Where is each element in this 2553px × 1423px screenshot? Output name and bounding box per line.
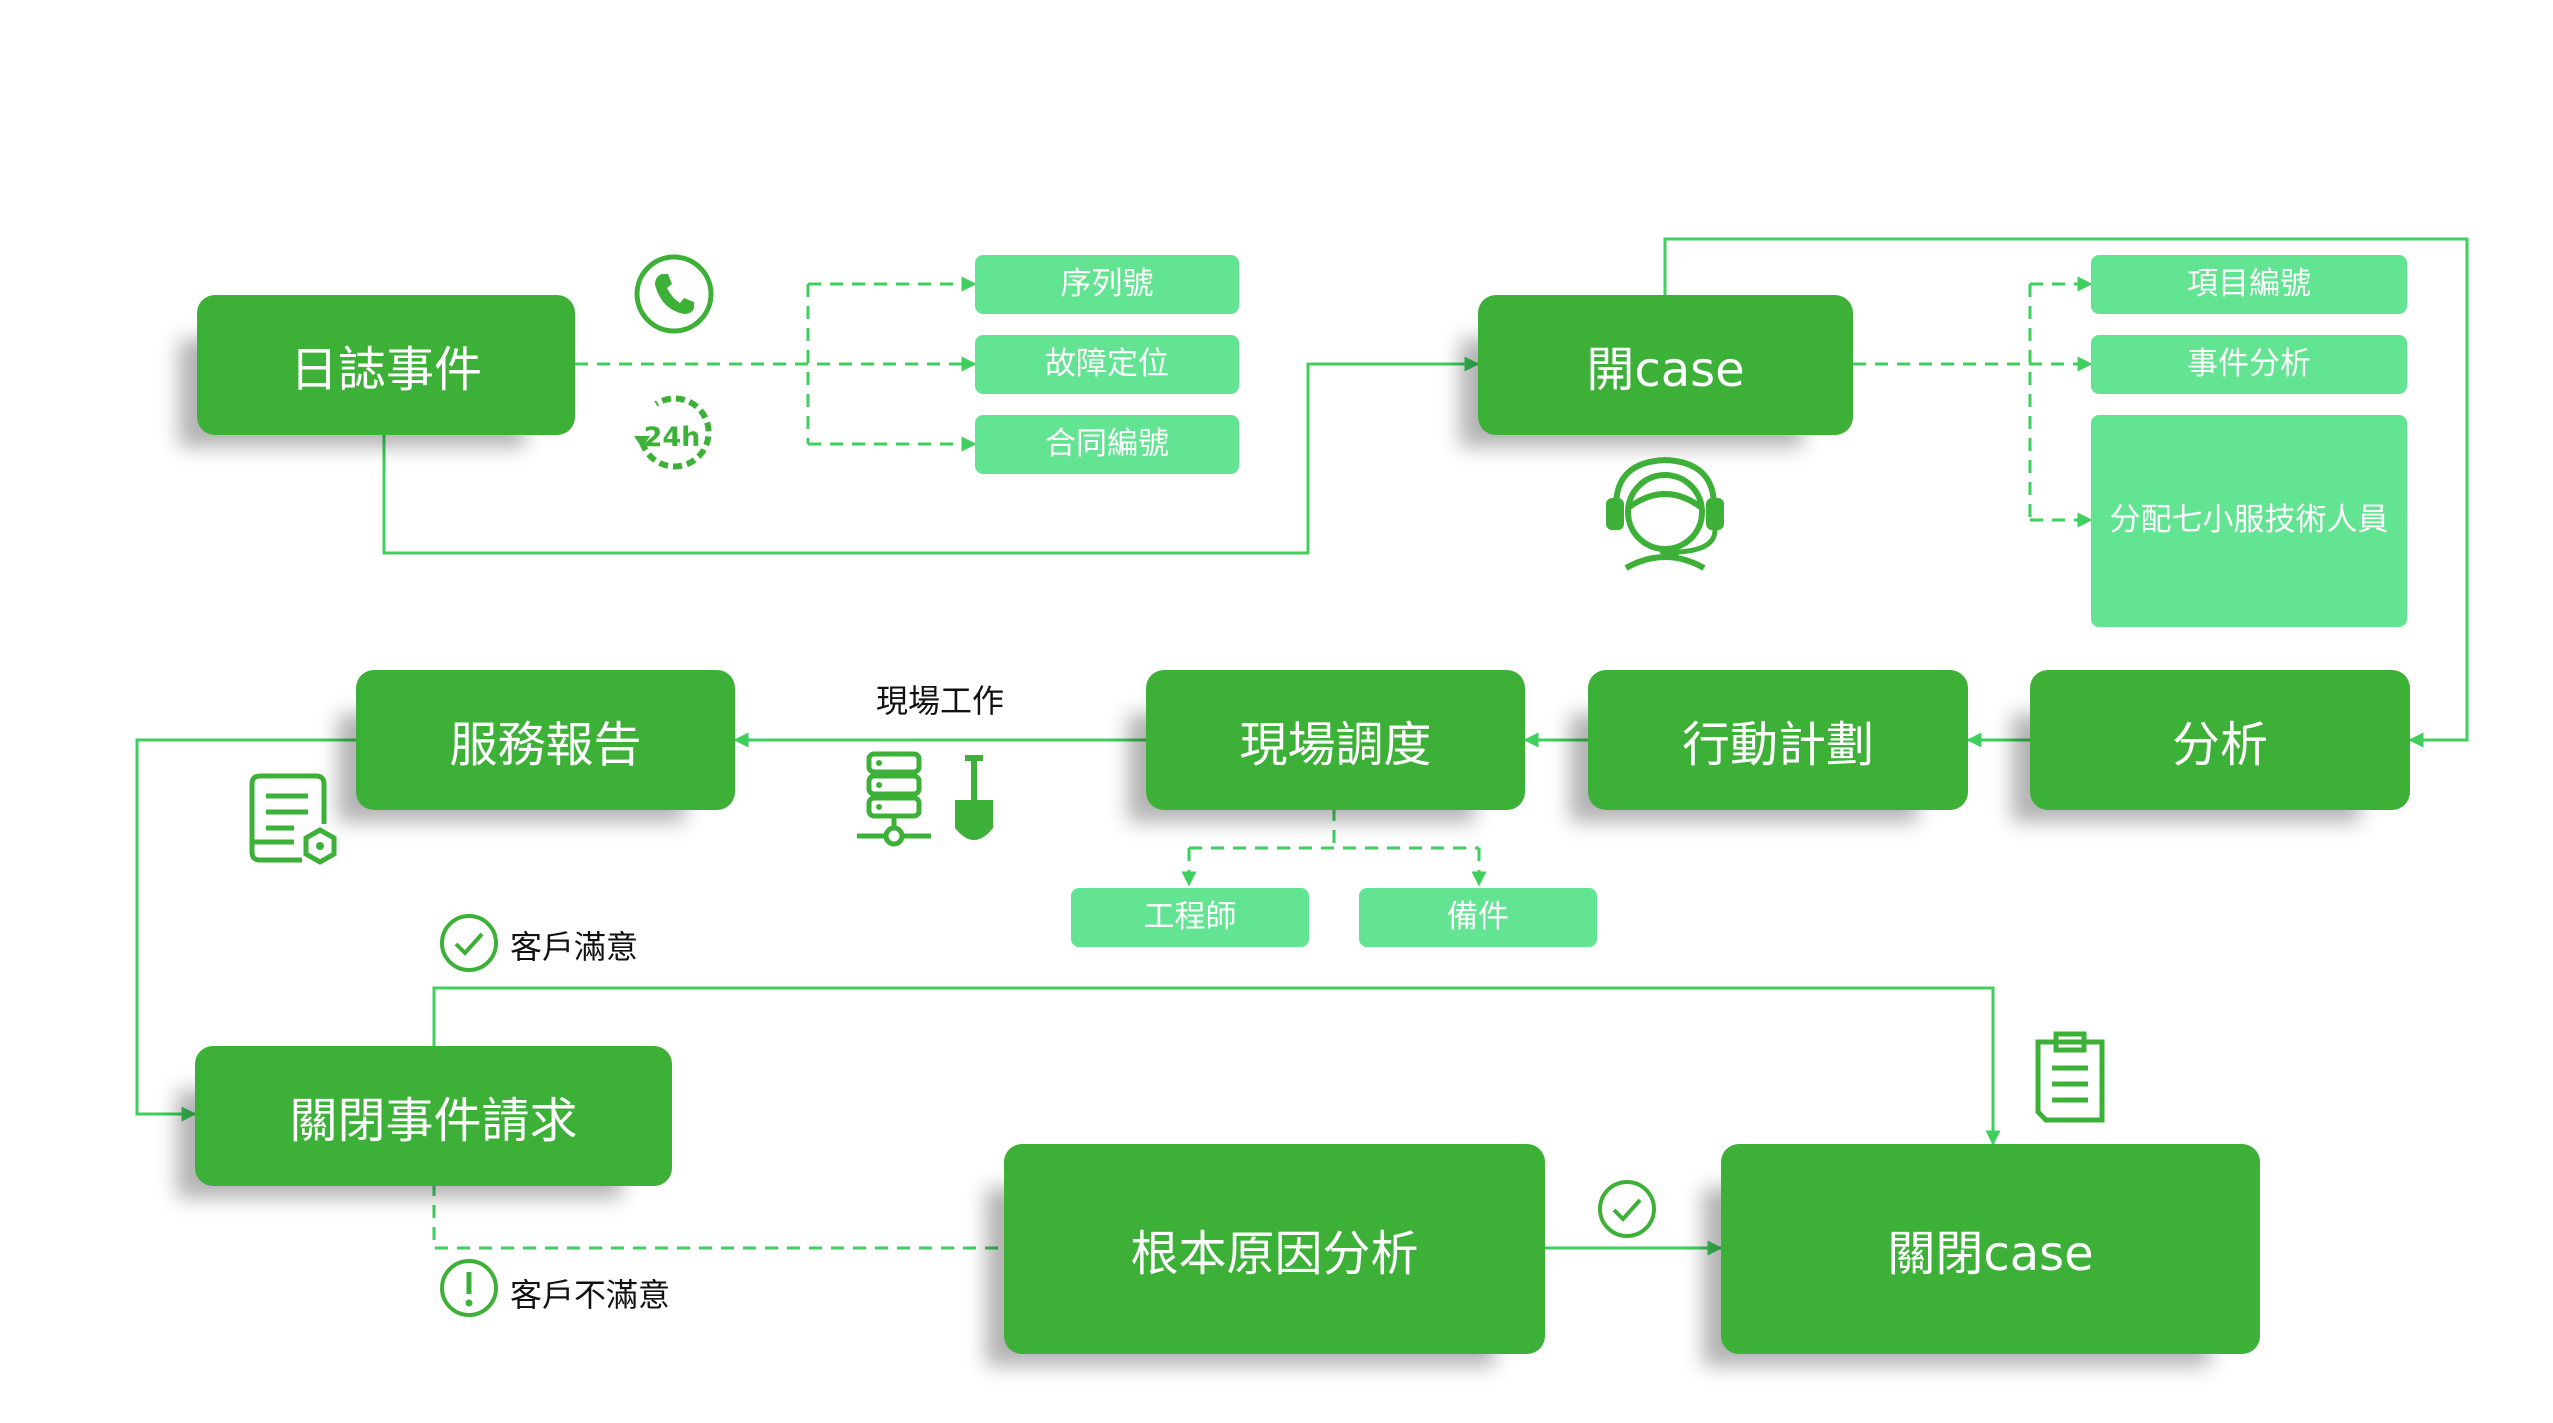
check-circle-icon — [440, 914, 498, 972]
label-field-work: 現場工作 — [876, 682, 1005, 720]
clipboard-icon — [2035, 1031, 2105, 1123]
check-circle-icon — [1598, 1180, 1656, 1238]
tag-spare-parts: 備件 — [1359, 888, 1597, 947]
headset-agent-icon — [1606, 456, 1724, 571]
tag-fault-location: 故障定位 — [975, 335, 1239, 394]
label-customer-unsatisfied: 客戶不滿意 — [510, 1276, 671, 1314]
node-action-plan[interactable]: 行動計劃 — [1588, 670, 1968, 810]
connector-log-to-open-case — [382, 356, 1480, 555]
server-shovel-icon — [857, 751, 993, 847]
node-root-cause[interactable]: 根本原因分析 — [1004, 1144, 1545, 1354]
node-field-dispatch[interactable]: 現場調度 — [1146, 670, 1525, 810]
node-log-event[interactable]: 日誌事件 — [197, 295, 575, 435]
clock-24h-icon: 24h — [634, 395, 712, 470]
node-close-request[interactable]: 關閉事件請求 — [195, 1046, 672, 1186]
report-document-icon — [249, 773, 337, 865]
connector-unsatisfied-to-root-cause — [432, 1183, 1004, 1250]
phone-icon — [634, 254, 714, 334]
tag-assign-technician: 分配七小服技術人員 — [2091, 415, 2407, 627]
node-close-case[interactable]: 關閉case — [1721, 1144, 2260, 1354]
connector-report-to-close-request — [135, 738, 356, 1122]
node-service-report[interactable]: 服務報告 — [356, 670, 735, 810]
tag-event-analysis: 事件分析 — [2091, 335, 2407, 394]
tag-item-number: 項目編號 — [2091, 255, 2407, 314]
node-analysis[interactable]: 分析 — [2030, 670, 2410, 810]
connector-satisfied-to-close-case — [432, 986, 2001, 1146]
exclamation-circle-icon — [440, 1259, 498, 1317]
node-open-case[interactable]: 開case — [1478, 295, 1853, 435]
label-customer-satisfied: 客戶滿意 — [510, 928, 639, 966]
tag-serial-number: 序列號 — [975, 255, 1239, 314]
connector-open-case-to-analysis — [1663, 237, 2469, 748]
tag-contract-number: 合同編號 — [975, 415, 1239, 474]
tag-engineer: 工程師 — [1071, 888, 1309, 947]
badge-24h-text: 24h — [644, 422, 701, 453]
